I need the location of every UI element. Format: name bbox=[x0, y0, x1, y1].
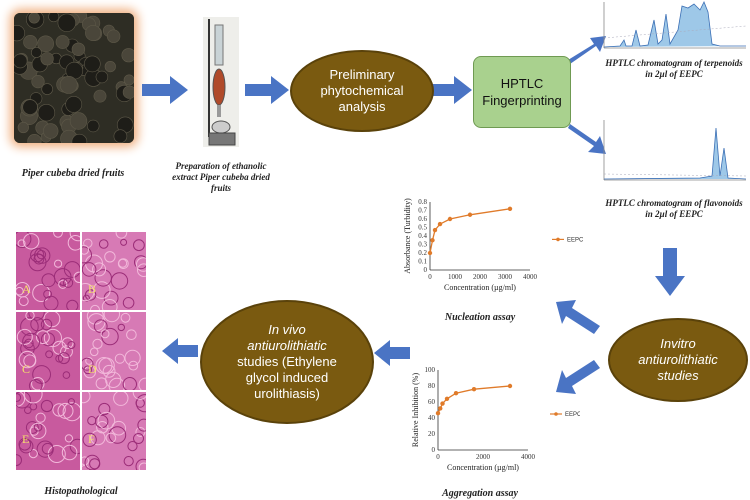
caption-fruits: Piper cubeba dried fruits bbox=[21, 168, 125, 179]
histo-panel: E bbox=[16, 392, 80, 470]
y-tick-label: 0.6 bbox=[418, 215, 427, 223]
data-point bbox=[507, 383, 513, 389]
histo-panel-label: D bbox=[88, 362, 97, 376]
data-point bbox=[430, 238, 435, 243]
histo-panel: B bbox=[82, 232, 146, 310]
arrow-right-1 bbox=[142, 76, 188, 104]
data-point bbox=[435, 411, 441, 416]
histo-panel-label: F bbox=[88, 432, 95, 446]
histo-panel: F bbox=[82, 392, 146, 470]
data-point bbox=[440, 401, 445, 406]
extraction-apparatus-photo bbox=[203, 17, 239, 147]
fruits-texture bbox=[14, 13, 134, 143]
y-tick-label: 0 bbox=[432, 446, 436, 454]
hptlc-fingerprinting-box: HPTLC Fingerprinting bbox=[473, 56, 571, 128]
y-tick-label: 0.1 bbox=[418, 258, 427, 266]
arrow-down-left bbox=[556, 358, 600, 394]
x-tick-label: 2000 bbox=[476, 453, 491, 461]
caption-histo: Histopathological bbox=[44, 486, 118, 497]
arrow-right-2 bbox=[245, 76, 289, 104]
caption-flavonoids: HPTLC chromatogram of flavonoids in 2µl … bbox=[605, 198, 743, 219]
legend-label: EEPC bbox=[565, 412, 580, 418]
caption-nucleation: Nucleation assay bbox=[444, 312, 516, 323]
x-axis-label: Concentration (µg/ml) bbox=[447, 463, 519, 472]
flavonoid-chromatogram bbox=[600, 118, 750, 184]
caption-extract: Preparation of ethanolic extract Piper c… bbox=[172, 161, 270, 193]
arrow-left-2 bbox=[162, 338, 198, 364]
y-tick-label: 20 bbox=[428, 430, 436, 438]
data-point bbox=[444, 396, 450, 401]
invivo-text-1: In vivo antiurolithiatic bbox=[247, 322, 327, 353]
data-point bbox=[427, 250, 433, 256]
x-tick-label: 0 bbox=[428, 273, 432, 281]
x-tick-label: 4000 bbox=[521, 453, 536, 461]
histo-panel-label: A bbox=[22, 282, 31, 296]
y-axis-label: Relative Inhibition (%) bbox=[411, 373, 420, 448]
y-tick-label: 60 bbox=[428, 398, 436, 406]
histo-panel: C bbox=[16, 312, 80, 390]
histo-panel: A bbox=[16, 232, 80, 310]
y-tick-label: 0.5 bbox=[418, 224, 427, 232]
terpenoid-chromatogram bbox=[600, 0, 750, 52]
invitro-text: Invitro antiurolithiatic studies bbox=[638, 336, 718, 383]
y-tick-label: 100 bbox=[425, 366, 436, 374]
invitro-oval: Invitro antiurolithiatic studies bbox=[608, 318, 748, 402]
data-point bbox=[471, 387, 477, 392]
histo-panel-label: B bbox=[88, 282, 97, 296]
histopathology-grid: A B C D E F bbox=[16, 232, 146, 472]
y-tick-label: 0.7 bbox=[418, 207, 427, 215]
data-point bbox=[447, 216, 453, 222]
histo-panel: D bbox=[82, 312, 146, 390]
y-tick-label: 0.2 bbox=[418, 249, 427, 257]
data-point bbox=[507, 206, 513, 211]
caption-aggregation: Aggregation assay bbox=[442, 488, 518, 499]
histo-panel-label: C bbox=[22, 362, 31, 376]
y-tick-label: 80 bbox=[428, 382, 436, 390]
x-tick-label: 2000 bbox=[473, 273, 488, 281]
y-tick-label: 40 bbox=[428, 414, 436, 422]
x-tick-label: 3000 bbox=[498, 273, 513, 281]
arrow-down-right bbox=[568, 122, 606, 154]
arrow-right-3 bbox=[432, 76, 472, 104]
arrow-up-left bbox=[556, 300, 600, 336]
data-point bbox=[467, 212, 473, 217]
invivo-oval: In vivo antiurolithiatic studies (Ethyle… bbox=[200, 300, 374, 424]
y-tick-label: 0.3 bbox=[418, 241, 427, 249]
histo-panel-label: E bbox=[22, 432, 30, 446]
preliminary-phytochemical-oval: Preliminary phytochemical analysis bbox=[290, 50, 434, 132]
hptlc-text: HPTLC Fingerprinting bbox=[482, 76, 562, 108]
legend-marker bbox=[556, 237, 560, 242]
data-point bbox=[432, 227, 438, 233]
data-point bbox=[453, 391, 459, 396]
x-tick-label: 0 bbox=[436, 453, 440, 461]
invivo-text-2: studies (Ethylene glycol induced urolith… bbox=[237, 354, 337, 401]
caption-terpenoids: HPTLC chromatogram of terpenoids in 2µl … bbox=[605, 58, 743, 79]
piper-cubeba-fruits-photo bbox=[14, 13, 134, 143]
legend-marker bbox=[554, 412, 558, 416]
x-axis-label: Concentration (µg/ml) bbox=[444, 283, 516, 292]
prelim-text: Preliminary phytochemical analysis bbox=[320, 67, 404, 114]
arrow-up-right bbox=[568, 36, 606, 66]
y-tick-label: 0.8 bbox=[418, 198, 427, 206]
y-tick-label: 0 bbox=[424, 266, 428, 274]
arrow-down bbox=[655, 248, 685, 296]
data-point bbox=[437, 221, 443, 227]
arrow-left-1 bbox=[374, 340, 410, 366]
x-tick-label: 1000 bbox=[448, 273, 463, 281]
x-tick-label: 4000 bbox=[523, 273, 538, 281]
legend-label: EEPC bbox=[567, 237, 584, 243]
y-tick-label: 0.4 bbox=[418, 232, 427, 240]
y-axis-label: Absorbance (Turbidity) bbox=[403, 198, 412, 274]
data-point bbox=[438, 406, 443, 411]
